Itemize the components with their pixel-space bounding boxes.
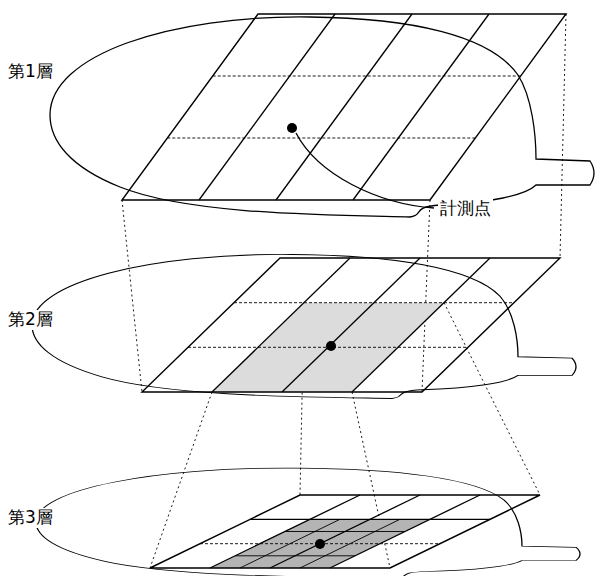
callout-label: 計測点 [438, 199, 493, 219]
layer-label: 第3層 [6, 508, 55, 528]
layer1-grid [122, 14, 566, 200]
layer-label: 第1層 [6, 62, 55, 82]
measurement-dot [287, 123, 297, 133]
layer3-grid [150, 495, 540, 568]
measurement-dot [315, 539, 325, 549]
paddle-outline [32, 17, 594, 576]
leader-line [296, 133, 434, 208]
layer-label: 第2層 [6, 310, 55, 330]
layer2-grid [142, 258, 560, 392]
projection-line [122, 14, 566, 568]
measurement-dot [326, 341, 336, 351]
